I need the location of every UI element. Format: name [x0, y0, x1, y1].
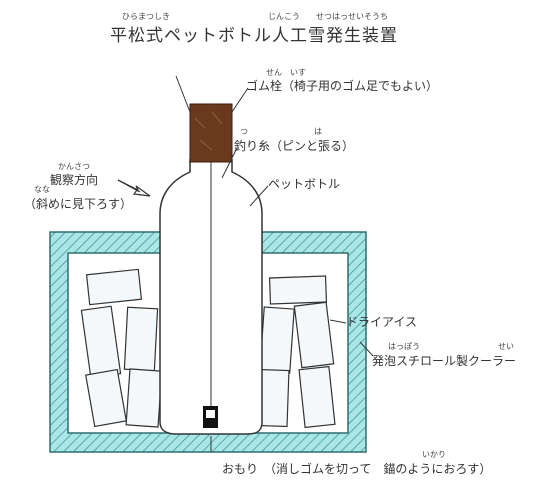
- weight-ruby: いかり: [422, 450, 446, 459]
- page-title: 平松式ペットボトル人工雪発生装置: [110, 26, 398, 46]
- thread-ruby-1: つ: [240, 127, 248, 136]
- leader-lines: [175, 75, 374, 452]
- dry-ice-right: [256, 275, 336, 429]
- dry-ice-left: [80, 268, 163, 428]
- observe-ruby: かんさつ: [58, 162, 90, 171]
- thread-ruby-2: は: [314, 127, 322, 136]
- observe-label: 観察方向: [50, 173, 99, 187]
- title-ruby-1: ひらまつしき: [122, 12, 170, 21]
- title-ruby-3: せつはっせいそうち: [316, 12, 388, 21]
- stopper-label: ゴム栓（椅子用のゴム足でもよい）: [246, 79, 439, 93]
- observe-note-ruby: なな: [34, 185, 50, 194]
- thread-label: 釣り糸（ピンと張る）: [234, 139, 355, 153]
- rubber-stopper: [189, 103, 233, 163]
- dry-ice-label: ドライアイス: [346, 315, 418, 329]
- arrow-icon: [117, 179, 151, 197]
- weight-label: おもり （消しゴムを切って 錨のようにおろす）: [222, 462, 492, 476]
- cooler-ruby-1: はっぽう: [388, 342, 420, 351]
- title-ruby-2: じんこう: [268, 12, 300, 21]
- observe-note: （斜めに見下ろす）: [24, 197, 133, 211]
- bottle-label: ペットボトル: [268, 177, 341, 191]
- cooler-label: 発泡スチロール製クーラー: [372, 354, 517, 368]
- stopper-ruby: せん いす: [266, 68, 306, 77]
- cooler-ruby-2: せい: [498, 342, 514, 351]
